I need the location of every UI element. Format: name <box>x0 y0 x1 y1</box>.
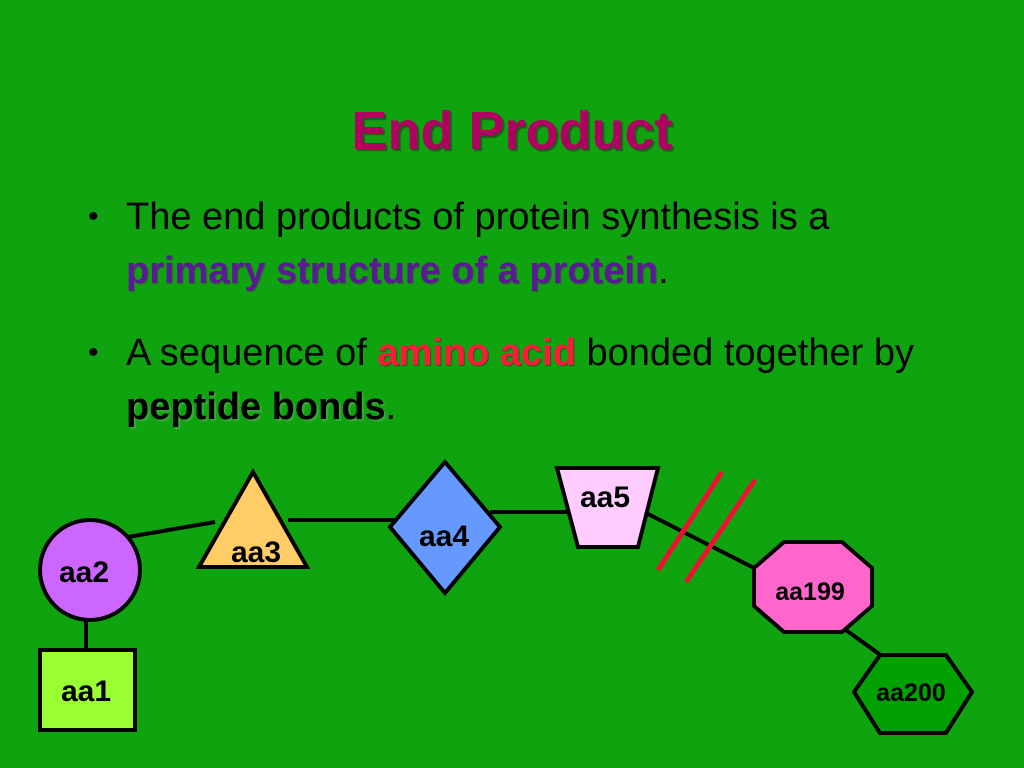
bullet-dot-icon: • <box>88 200 99 233</box>
aa199-octagon-shape <box>752 540 874 634</box>
bond-aa2-aa3 <box>127 520 216 539</box>
node-aa3: aa3 <box>195 467 311 569</box>
break-mark-2 <box>683 478 758 584</box>
aa1-label: aa1 <box>61 675 111 708</box>
aa200-label: aa200 <box>876 679 946 707</box>
bullet-2-suffix: . <box>385 386 397 428</box>
aa3-label: aa3 <box>231 536 281 569</box>
node-aa1: aa1 <box>38 648 137 732</box>
chain-break-marks <box>655 470 758 584</box>
aa4-label: aa4 <box>419 520 469 553</box>
slide-title: End Product <box>351 101 673 161</box>
peptide-bonds <box>84 510 884 658</box>
bullet-2-emphasis2: peptide bonds <box>126 386 386 428</box>
node-aa2: aa2 <box>38 518 142 622</box>
aa5-label: aa5 <box>580 481 630 514</box>
aa1-square-shape <box>38 648 137 732</box>
node-aa4: aa4 <box>387 458 503 597</box>
bullet-1-suffix: . <box>658 250 669 292</box>
bullet-item-2: • A sequence of amino acid bonded togeth… <box>88 326 948 434</box>
bond-aa5-aa199 <box>647 512 759 572</box>
aa2-label: aa2 <box>59 556 109 589</box>
node-aa200: aa200 <box>851 653 975 735</box>
bullet-dot-icon: • <box>88 336 99 369</box>
aa199-label: aa199 <box>775 578 845 606</box>
aa3-triangle-shape <box>195 467 311 569</box>
bullet-list: • The end products of protein synthesis … <box>88 190 948 462</box>
bullet-1-emphasis: primary structure of a protein <box>126 250 659 292</box>
node-aa5: aa5 <box>554 466 661 549</box>
bullet-2-emphasis: amino acid <box>377 332 576 374</box>
aa2-circle-shape <box>38 518 142 622</box>
node-aa199: aa199 <box>752 540 874 634</box>
bullet-1-prefix: The end products of protein synthesis is… <box>126 196 830 238</box>
bullet-item-1: • The end products of protein synthesis … <box>88 190 948 298</box>
bullet-2-middle: bonded together by <box>575 332 914 374</box>
aa200-hexagon-shape <box>851 653 975 735</box>
aa5-trapezoid-shape <box>554 466 661 549</box>
break-mark-1 <box>655 470 725 572</box>
bond-aa199-aa200 <box>841 626 884 658</box>
bullet-2-prefix: A sequence of <box>126 332 378 374</box>
aa4-diamond-shape <box>387 458 503 597</box>
